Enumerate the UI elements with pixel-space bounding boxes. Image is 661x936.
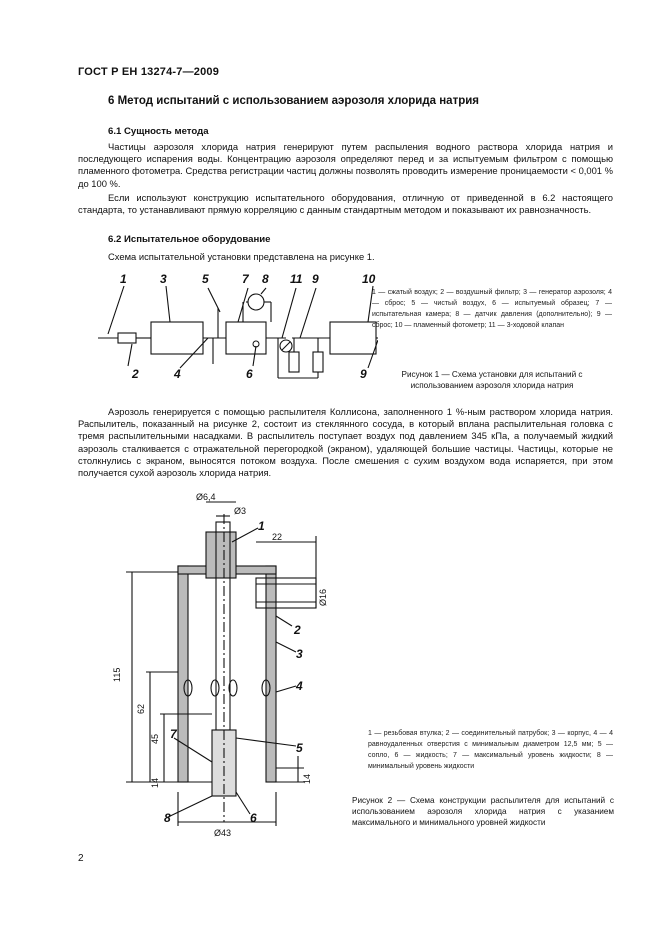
dim-62: 62 [136,704,146,714]
dim-head-diameter: Ø6,4 [196,492,216,502]
dim-43: Ø43 [214,828,231,838]
fig2-label-3: 3 [296,647,303,661]
fig2-label-8: 8 [164,811,171,825]
dim-14b: 14 [302,774,312,784]
fig2-label-6: 6 [250,811,257,825]
flame-photometer [329,321,377,355]
fig2-label-7: 7 [170,727,178,741]
threaded-bushing [205,531,237,579]
page-number: 2 [78,853,84,864]
figure-1-caption: Рисунок 1 — Схема установки для испытани… [401,370,583,390]
figure-2-caption: Рисунок 2 — Схема конструкции распылител… [352,796,614,827]
fig1-label-6: 6 [246,367,253,381]
fig1-label-2: 2 [131,367,139,381]
subsection-6-1-title: 6.1 Сущность метода [108,126,209,137]
fig1-label-3: 3 [160,272,167,286]
fig1-label-9b: 9 [360,367,367,381]
figure-2-drawing: Ø6,4 Ø3 22 115 62 45 14 14 Ø16 Ø43 1 2 3… [112,492,328,838]
test-chamber [225,321,267,355]
dim-115: 115 [112,668,122,682]
paragraph-6-1-a: Частицы аэрозоля хлорида натрия генериру… [78,141,613,189]
section-title: 6 Метод испытаний с использованием аэроз… [108,95,480,107]
fig2-label-2: 2 [293,623,301,637]
fig1-label-9a: 9 [312,272,319,286]
hole-left [183,679,193,697]
dim-tip-diameter: Ø3 [234,506,246,516]
fig1-label-5: 5 [202,272,209,286]
fig2-label-4: 4 [295,679,303,693]
fig1-label-7: 7 [242,272,250,286]
dim-16: Ø16 [318,589,328,606]
aerosol-generator [150,321,204,355]
hole-right [261,679,271,697]
dim-22: 22 [272,532,282,542]
fig1-label-10: 10 [362,272,376,286]
paragraph-6-2-a: Схема испытательной установки представле… [108,251,375,262]
body-wall-left [177,565,189,783]
fig2-label-1: 1 [258,519,265,533]
document-header: ГОСТ Р ЕН 13274-7—2009 [78,66,220,78]
three-way-valve [279,339,293,353]
fig1-label-8: 8 [262,272,269,286]
side-pipe [255,577,317,609]
dim-14a: 14 [150,778,160,788]
fig1-label-4: 4 [173,367,181,381]
paragraph-6-1-b: Если используют конструкцию испытательно… [78,192,613,216]
fig1-label-1: 1 [120,272,127,286]
air-filter [117,332,137,344]
fig1-label-11: 11 [290,272,303,286]
dim-45: 45 [150,734,160,744]
pressure-sensor [247,293,265,311]
figure-1-schematic: 1 2 3 4 5 6 7 8 11 9 10 9 [98,272,378,381]
subsection-6-2-title: 6.2 Испытательное оборудование [108,234,271,245]
figure-2-legend: 1 — резьбовая втулка; 2 — соединительный… [368,730,613,770]
fig2-label-5: 5 [296,741,303,755]
paragraph-collison: Аэрозоль генерируется с помощью распылит… [78,406,613,479]
figure-1-legend: 1 — сжатый воздух; 2 — воздушный фильтр;… [372,289,612,329]
body-wall-right [265,565,277,783]
